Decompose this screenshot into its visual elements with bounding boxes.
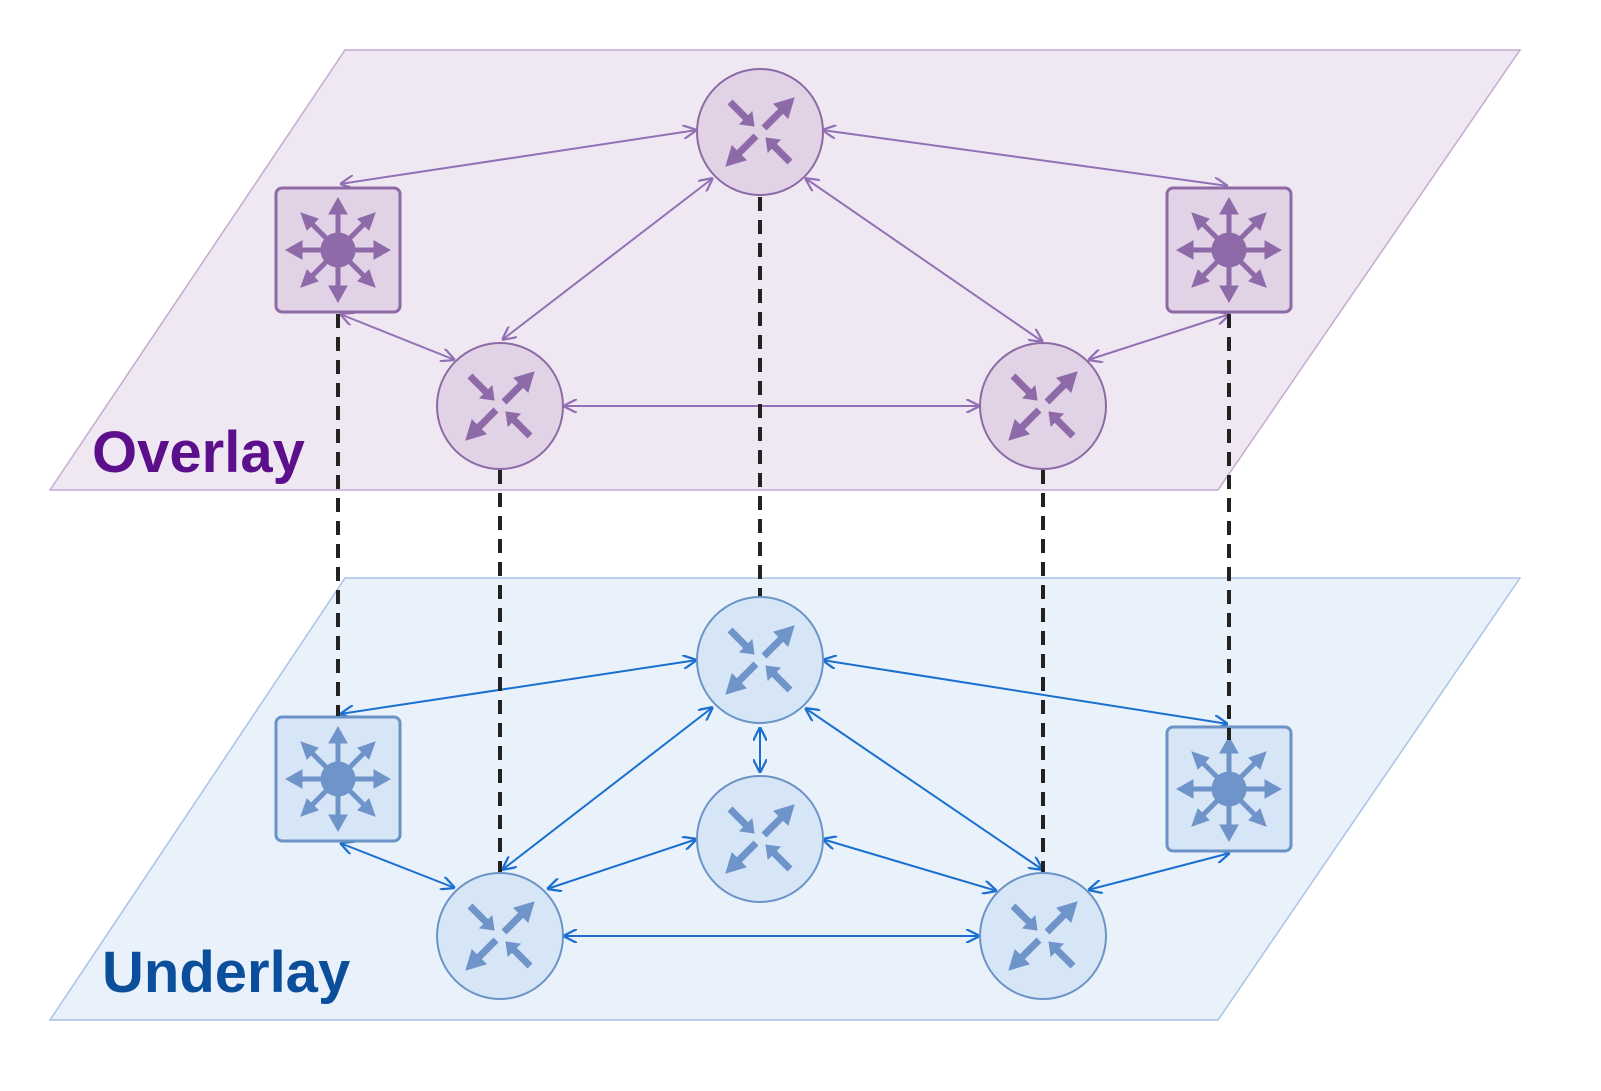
overlay-switch-left[interactable] [274,186,402,314]
underlay-link [502,707,713,870]
underlay-link [822,839,997,891]
underlay-link [340,660,697,714]
layer-mapping-connectors [336,197,1231,872]
overlay-links [340,130,1230,406]
switch-icon [1177,198,1281,302]
overlay-link [1088,314,1230,360]
underlay-router-left[interactable] [436,872,564,1000]
overlay-link [340,130,697,184]
underlay-link [822,660,1228,724]
overlay-link [340,314,455,360]
underlay-link [340,843,455,888]
underlay-router-top[interactable] [696,596,824,724]
underlay-link [805,708,1043,870]
switch-icon [286,198,390,302]
overlay-switch-right[interactable] [1165,186,1293,314]
switch-icon [1177,737,1281,841]
underlay-switch-right[interactable] [1165,725,1293,853]
overlay-link [822,130,1228,186]
overlay-layer: Overlay [48,49,1522,491]
overlay-router-right[interactable] [979,342,1107,470]
underlay-router-center[interactable] [696,775,824,903]
overlay-router-top[interactable] [696,68,824,196]
underlay-switch-left[interactable] [274,715,402,843]
underlay-router-right[interactable] [979,872,1107,1000]
underlay-link [547,839,697,889]
switch-icon [286,727,390,831]
underlay-link [1088,853,1230,890]
overlay-link [805,178,1043,342]
overlay-router-left[interactable] [436,342,564,470]
underlay-layer: Underlay [48,577,1522,1021]
underlay-label: Underlay [102,940,350,1005]
overlay-label: Overlay [92,420,305,485]
underlay-links [340,660,1230,936]
overlay-link [502,178,713,340]
